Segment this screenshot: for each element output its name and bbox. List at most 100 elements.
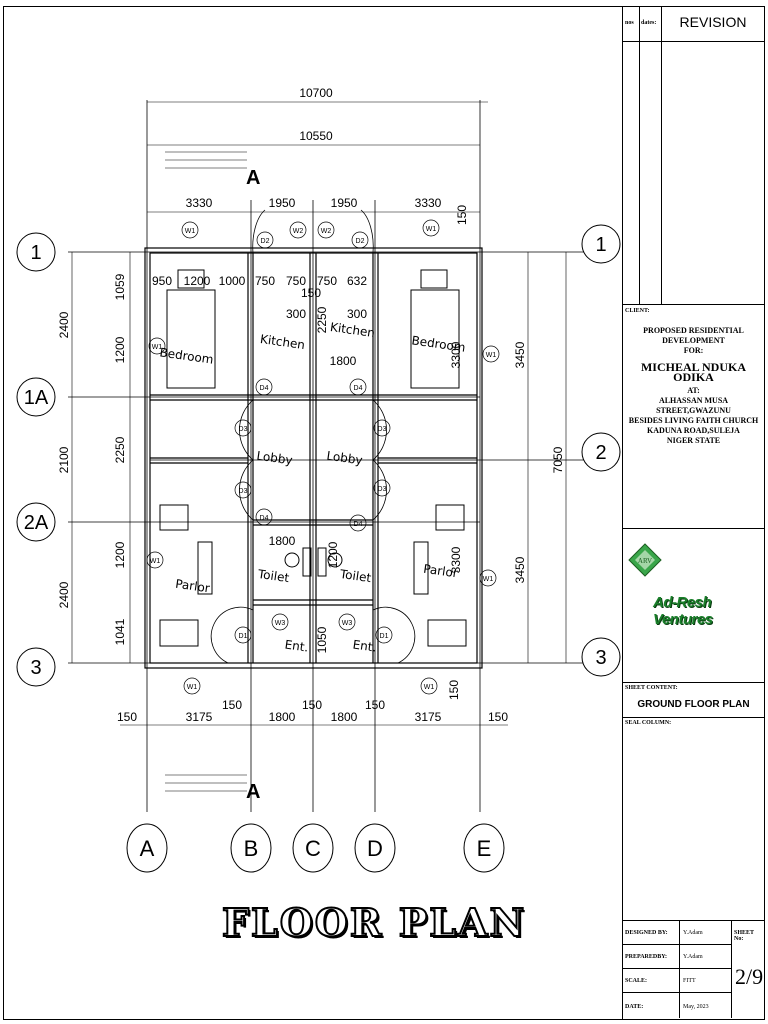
grid-line (623, 968, 731, 969)
sheet-no-value: 2/9 (735, 964, 764, 989)
dim-left-inner: 2250 (113, 436, 127, 463)
dim-top-right: 150 (455, 205, 469, 225)
room-label: Kitchen (329, 320, 376, 340)
dim-interior: 2250 (315, 306, 329, 333)
grid-line (623, 944, 731, 945)
dim-top: 3330 (415, 196, 442, 210)
window-tag: W1 (426, 226, 437, 233)
row-grid-bubbles (16, 224, 621, 687)
dimension-lines (71, 101, 567, 792)
door-tag: D1 (380, 633, 389, 640)
door-tag: D3 (378, 486, 387, 493)
dim-interior: 632 (347, 274, 367, 288)
dim-interior: 300 (286, 307, 306, 321)
door-tag: D4 (260, 515, 269, 522)
grid-row-label: 1 (595, 234, 606, 256)
door-tag: D3 (378, 426, 387, 433)
dim-interior: 750 (255, 274, 275, 288)
room-label: Toilet (256, 567, 290, 585)
dim-left-inner: 1200 (113, 541, 127, 568)
at-label: AT: (687, 386, 700, 395)
logo-initials: ARV (638, 557, 652, 565)
grid-col-label: D (367, 836, 383, 861)
dim-right-room: 3300 (449, 341, 463, 368)
dim-bottom-right: 150 (447, 680, 461, 700)
dim-bottom: 150 (222, 698, 242, 712)
window-tag: W1 (483, 576, 494, 583)
grid-col-label: C (305, 836, 321, 861)
dim-left-outer: 2100 (57, 446, 71, 473)
dim-bottom: 150 (365, 698, 385, 712)
drawing-title: FLOOR PLAN (221, 899, 527, 946)
address-line: ALHASSAN MUSA STREET,GWAZUNU (656, 396, 731, 415)
grid-row-label: 1 (30, 242, 41, 264)
title-block: nos dates: REVISION CLIENT: PROPOSED RES… (622, 6, 765, 1020)
dimension-labels: 10700 10550 3330 1950 1950 3330 150 150 … (57, 86, 565, 724)
drawing-sheet-border (3, 6, 765, 1020)
dim-interior: 750 (317, 274, 337, 288)
company-name: Ad-Resh Ventures (653, 594, 713, 628)
walls (144, 247, 483, 669)
dim-left-inner: 1041 (113, 618, 127, 645)
window-tag: W1 (150, 558, 161, 565)
designed-by-value: Y.Adam (683, 930, 703, 936)
door-tag: D3 (239, 426, 248, 433)
door-swings (210, 209, 416, 664)
dim-right-inner: 3450 (513, 341, 527, 368)
grid-row-label: 3 (30, 657, 41, 679)
window-tag: W1 (486, 352, 497, 359)
dim-bottom: 150 (302, 698, 322, 712)
window-tag: W3 (275, 620, 286, 627)
sheet-no-label: SHEET No: (734, 930, 754, 942)
dim-interior: 1800 (269, 534, 296, 548)
dim-bottom: 150 (117, 710, 137, 724)
window-tag: W3 (342, 620, 353, 627)
door-tag: D1 (239, 633, 248, 640)
divider (623, 920, 764, 921)
dim-top: 1950 (269, 196, 296, 210)
dim-top: 3330 (186, 196, 213, 210)
grid-col-label: A (140, 836, 155, 861)
dim-interior: 750 (286, 274, 306, 288)
furniture (159, 269, 467, 647)
prepared-by-value: Y.Adam (683, 954, 703, 960)
revision-title: REVISION (679, 14, 747, 30)
grid-row-label: 3 (595, 647, 606, 669)
dim-bottom: 1800 (331, 710, 358, 724)
dim-outer: 10700 (299, 86, 333, 100)
revision-no-label: nos (625, 20, 634, 26)
room-label: Parlor (422, 562, 458, 581)
address-line: KADUNA ROAD,SULEJA (647, 426, 740, 435)
dim-bottom: 1800 (269, 710, 296, 724)
sheet-content: GROUND FLOOR PLAN (637, 699, 750, 710)
address-line: BESIDES LIVING FAITH CHURCH (628, 416, 759, 425)
window-tag: W1 (187, 684, 198, 691)
dim-bottom: 3175 (186, 710, 213, 724)
grid-row-label: 2 (595, 442, 606, 464)
divider (623, 682, 764, 683)
row-grid-labels: 1 1A 2A 3 1 2 3 (24, 234, 607, 679)
client-block: PROPOSED RESIDENTIAL DEVELOPMENT FOR: MI… (623, 326, 764, 446)
grid-line (623, 992, 731, 993)
dim-left-inner: 1059 (113, 273, 127, 300)
grid-line (679, 920, 680, 1018)
dim-interior: 1200 (326, 541, 340, 568)
dim-bottom: 150 (488, 710, 508, 724)
column-grid-labels: A B C D E (140, 836, 492, 861)
room-label: Kitchen (259, 332, 306, 352)
section-markers: A A (246, 167, 260, 803)
room-label: Ent. (352, 637, 377, 654)
dim-inner: 10550 (299, 129, 333, 143)
door-tag: D4 (260, 385, 269, 392)
opening-tags: W1 D2 W2 W2 D2 W1 W1 W1 D4 D4 D3 D3 D3 D… (146, 219, 500, 695)
designed-by-label: DESIGNED BY: (625, 930, 668, 936)
dim-interior: 1000 (219, 274, 246, 288)
grid-line (731, 920, 732, 1018)
room-label: Lobby (326, 449, 364, 468)
client-label: CLIENT: (625, 308, 650, 314)
grid-col-label: B (244, 836, 259, 861)
room-label: Parlor (174, 577, 210, 596)
dim-left-outer: 2400 (57, 311, 71, 338)
info-grid: DESIGNED BY: Y.Adam PREPAREDBY: Y.Adam S… (623, 920, 764, 1020)
